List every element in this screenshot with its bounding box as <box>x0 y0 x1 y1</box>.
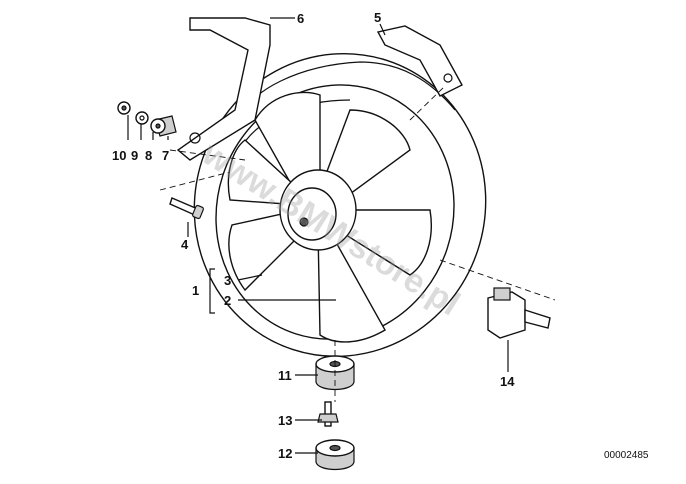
callout-14: 14 <box>500 374 515 389</box>
callout-3: 3 <box>224 273 231 288</box>
callout-2: 2 <box>224 293 231 308</box>
callout-8: 8 <box>145 148 152 163</box>
bracket-upper-right <box>376 25 463 97</box>
fan-hub <box>279 169 357 251</box>
callout-9: 9 <box>131 148 138 163</box>
callout-11: 11 <box>278 368 292 383</box>
callout-6: 6 <box>297 11 304 26</box>
rubber-mount-lower <box>315 439 355 471</box>
callout-13: 13 <box>278 413 292 428</box>
electrical-connector <box>487 287 551 339</box>
bracket-upper-left <box>176 17 271 161</box>
callout-10: 10 <box>112 148 126 163</box>
mounting-hardware <box>117 101 177 137</box>
reference-number: 00002485 <box>604 450 649 461</box>
callout-12: 12 <box>278 446 292 461</box>
leader-lines <box>127 17 556 454</box>
bolt <box>317 401 339 427</box>
callout-7: 7 <box>162 148 169 163</box>
screw <box>169 197 204 220</box>
callout-4: 4 <box>181 237 189 252</box>
callout-5: 5 <box>374 10 381 25</box>
callout-1: 1 <box>192 283 199 298</box>
